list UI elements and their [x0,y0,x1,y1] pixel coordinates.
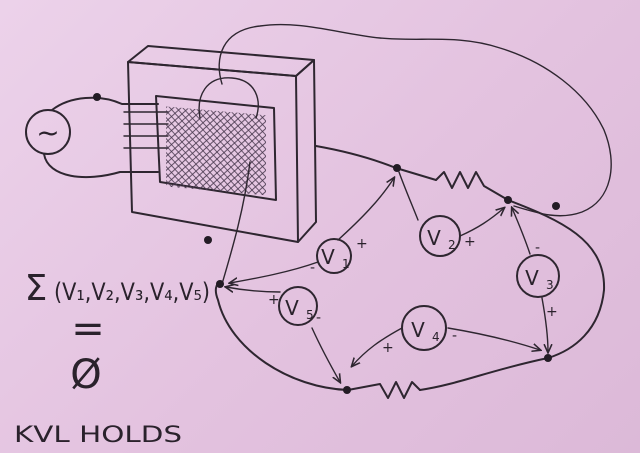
ac-source: ~ [25,109,71,155]
equals-sign: = [71,306,105,352]
voltmeter-v5: V 5 + - [226,287,340,382]
sigma-symbol: Σ [25,268,48,309]
svg-text:3: 3 [546,278,554,292]
circuit-wire-top [315,145,437,181]
voltmeter-v3: V 3 + - [512,208,560,352]
node-bottom-left [343,386,351,394]
svg-text:+: + [382,340,394,356]
svg-text:4: 4 [432,330,440,344]
result-zero: Ø [70,352,101,398]
svg-text:-: - [310,260,315,276]
inner-wire-loop [198,77,259,119]
resistor-bottom [347,381,421,399]
secondary-wire-loop [218,23,612,217]
svg-text:-: - [452,328,457,344]
equation-expression: (V₁,V₂,V₃,V₄,V₅) [54,278,210,306]
source-leads [43,96,169,179]
svg-text:+: + [268,292,280,308]
lead-to-left-node [221,161,251,285]
svg-text:-: - [316,310,321,326]
kvl-equation: Σ (V₁,V₂,V₃,V₄,V₅) = Ø [25,268,210,398]
svg-text:V: V [411,318,425,342]
circuit-wire-bottom [419,357,549,391]
voltmeter-v4: V 4 + - [352,305,540,366]
ac-source-symbol: ~ [36,116,59,149]
resistor-top [435,171,509,201]
svg-text:V: V [285,296,299,320]
circuit-wire-right [507,199,606,359]
caption-kvl-holds: KVL HOLDS [14,423,182,448]
svg-text:V: V [321,245,335,269]
node-right [504,196,512,204]
node-bottom-right [544,354,552,362]
core-window-hatch [166,106,266,196]
transformer-core [127,45,317,243]
svg-text:2: 2 [448,238,456,252]
svg-text:1: 1 [342,257,350,271]
svg-text:5: 5 [306,308,314,322]
node-top [393,164,401,172]
svg-text:V: V [427,226,441,250]
svg-text:V: V [525,266,539,290]
voltmeter-v2: V 2 + [398,171,504,257]
voltmeter-v1: V 1 + - [230,178,394,283]
node-dot [552,202,560,210]
node-dot [204,236,212,244]
svg-text:-: - [535,240,540,256]
svg-text:+: + [546,304,558,320]
svg-text:+: + [356,236,368,252]
node-dot [93,93,101,101]
svg-text:+: + [464,234,476,250]
node-left [216,280,224,288]
circuit-wire-left [214,281,349,391]
